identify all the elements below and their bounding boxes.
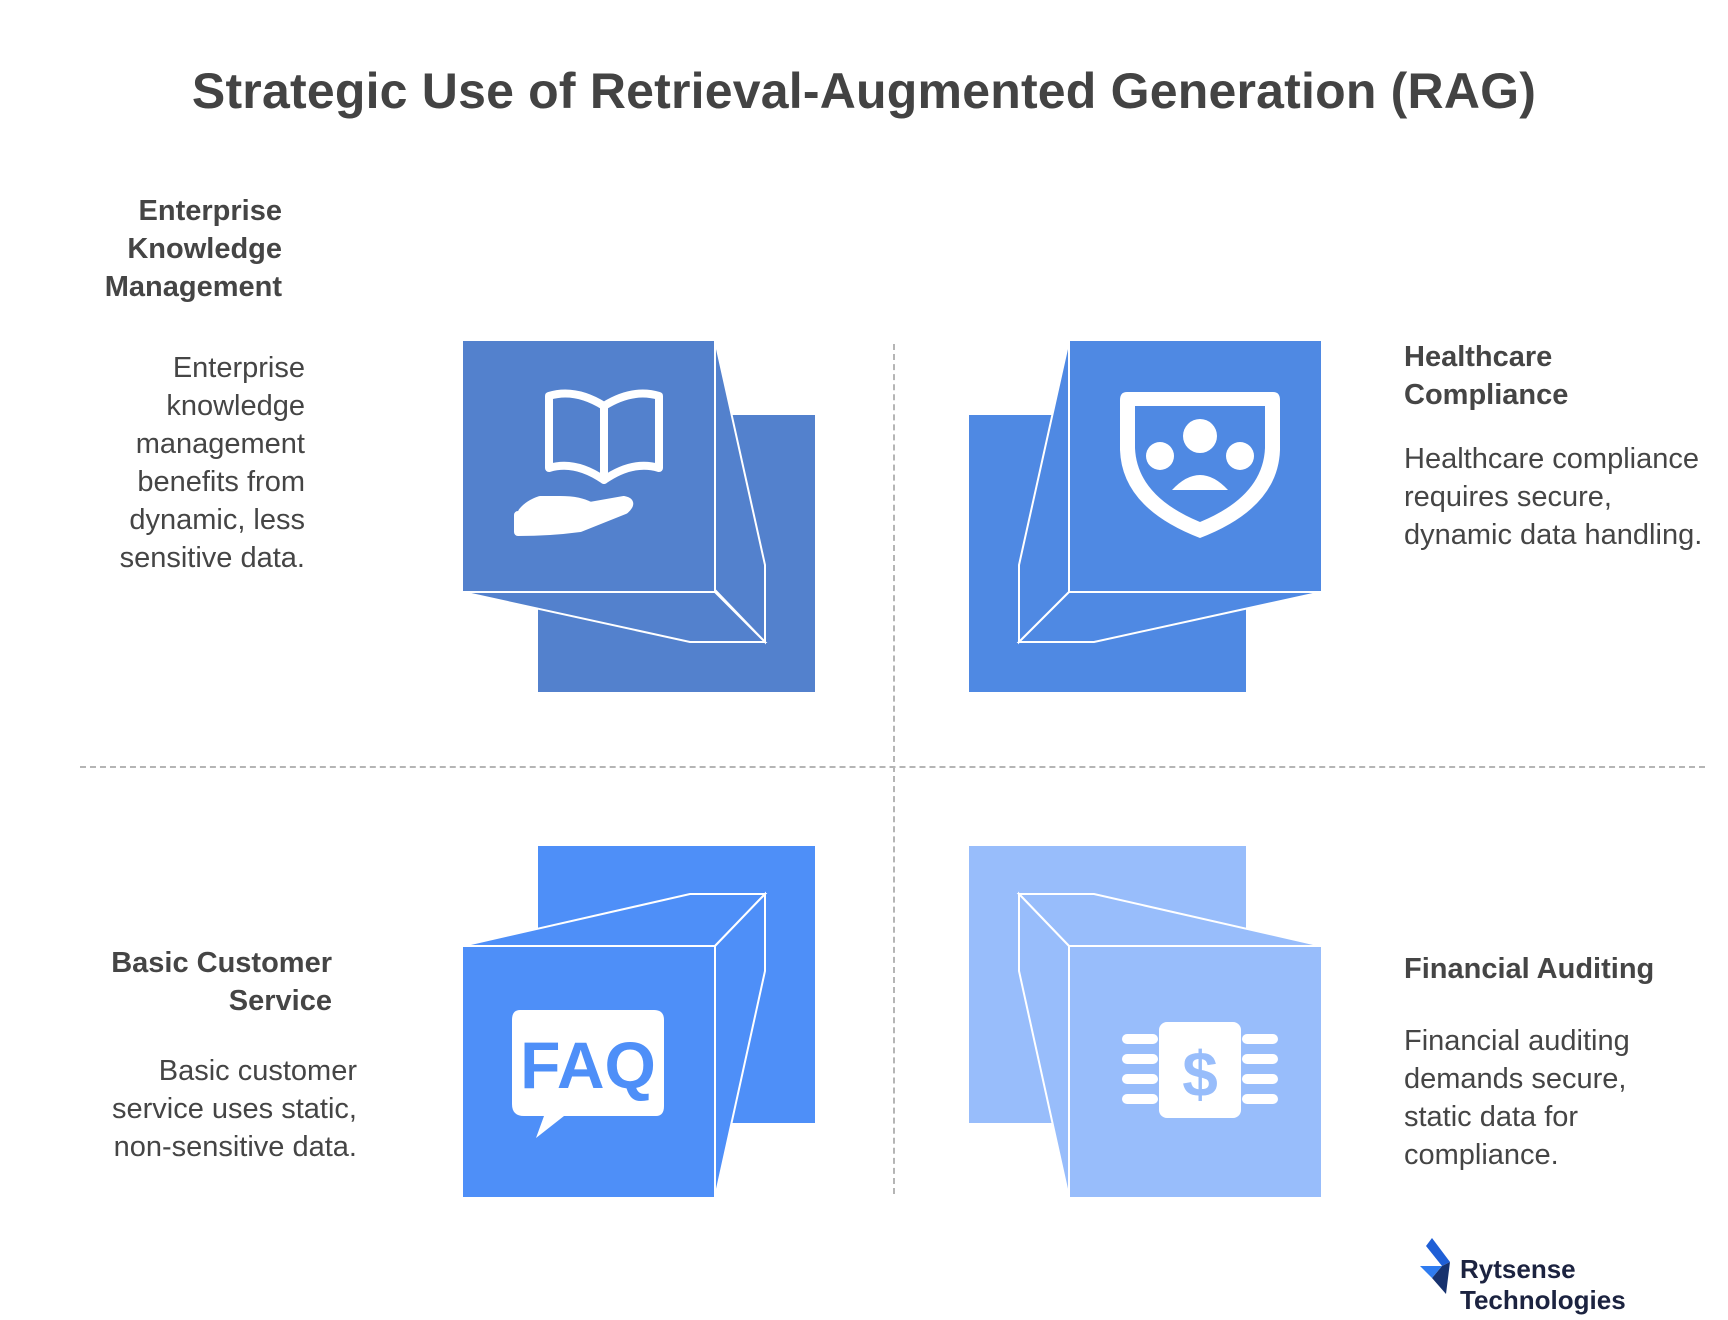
enterprise-knowledge-block — [461, 339, 815, 692]
basic-customer-service-block: FAQ — [461, 846, 815, 1199]
description-enterprise-knowledge: Enterprise knowledge management benefits… — [119, 352, 305, 574]
quadrant-top-left-heading: Enterprise Knowledge Management — [60, 192, 282, 306]
quadrant-top-right-heading: Healthcare Compliance — [1404, 338, 1644, 414]
dollar-chip-icon: $ — [1122, 1022, 1278, 1118]
healthcare-compliance-block — [969, 339, 1323, 692]
book-hand-icon — [514, 389, 663, 536]
logo-mark-top — [1426, 1238, 1450, 1266]
svg-text:FAQ: FAQ — [520, 1028, 656, 1102]
svg-text:$: $ — [1182, 1038, 1218, 1110]
quadrant-top-left-description: Enterprise knowledge management benefits… — [80, 349, 305, 577]
front-panel — [461, 339, 716, 593]
description-financial-auditing: Financial auditing demands secure, stati… — [1404, 1025, 1630, 1171]
quadrant-bottom-left-description: Basic customer service uses static, non-… — [80, 1052, 357, 1166]
heading-financial-auditing: Financial Auditing — [1404, 953, 1655, 985]
horizontal-divider — [80, 766, 1705, 768]
vertical-divider — [893, 344, 895, 1194]
logo-mark-mid — [1420, 1266, 1442, 1278]
quadrant-bottom-right-description: Financial auditing demands secure, stati… — [1404, 1022, 1674, 1174]
quadrant-top-right-description: Healthcare compliance requires secure, d… — [1404, 440, 1704, 554]
description-healthcare-compliance: Healthcare compliance requires secure, d… — [1404, 443, 1703, 551]
brand-name: Rytsense Technologies — [1460, 1254, 1626, 1315]
shield-people-icon — [1120, 392, 1280, 538]
heading-enterprise-knowledge: Enterprise Knowledge Management — [104, 195, 282, 303]
logo-mark-bottom — [1432, 1262, 1450, 1294]
brand-logo-icon — [1420, 1238, 1450, 1294]
financial-auditing-block: $ — [969, 846, 1323, 1199]
heading-basic-customer-service: Basic Customer Service — [111, 947, 332, 1017]
quadrant-bottom-right-heading: Financial Auditing — [1404, 950, 1704, 988]
description-basic-customer-service: Basic customer service uses static, non-… — [112, 1055, 357, 1163]
heading-healthcare-compliance: Healthcare Compliance — [1404, 341, 1569, 411]
quadrant-bottom-left-heading: Basic Customer Service — [80, 944, 332, 1020]
page-title: Strategic Use of Retrieval-Augmented Gen… — [191, 63, 1537, 119]
faq-bubble-icon: FAQ — [512, 1010, 664, 1138]
